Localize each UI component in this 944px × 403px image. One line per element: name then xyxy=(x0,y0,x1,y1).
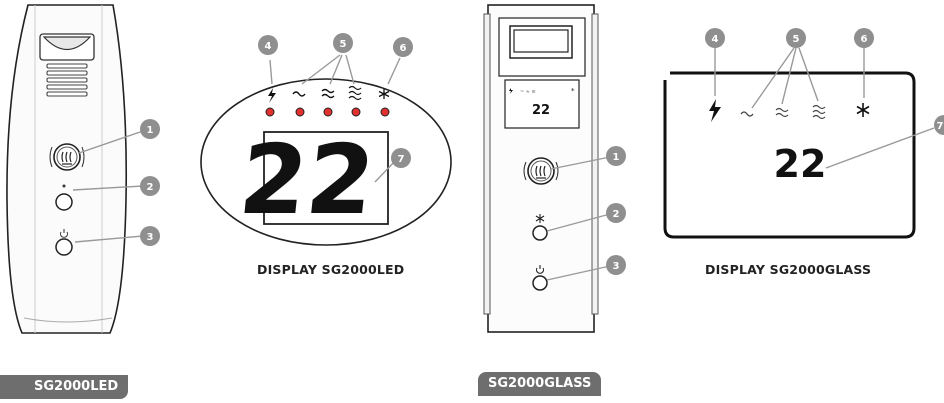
callout-display-glass-6: 6 xyxy=(854,28,874,98)
callout-display-led-7: 7 xyxy=(374,148,411,183)
callout-display-glass-7: 7 xyxy=(825,115,944,169)
power-button[interactable] xyxy=(55,229,73,256)
callout-led-2: 2 xyxy=(72,176,160,196)
glass-double-wave-icon xyxy=(775,107,789,118)
vent-grille xyxy=(46,63,88,97)
glass-mini-display xyxy=(504,79,580,129)
svg-text:6: 6 xyxy=(861,34,868,45)
callout-led-3: 3 xyxy=(74,226,160,246)
svg-text:7: 7 xyxy=(398,154,405,165)
callout-display-led-5: 5 xyxy=(301,33,355,85)
svg-text:1: 1 xyxy=(147,125,154,136)
svg-text:3: 3 xyxy=(613,261,620,272)
callout-display-glass-4: 4 xyxy=(705,28,725,96)
caption-display-sg2000led: DISPLAY SG2000LED xyxy=(257,262,405,277)
glass-tilde-icon xyxy=(740,111,754,117)
callout-led-1: 1 xyxy=(78,119,160,154)
glass-power-icon xyxy=(535,265,545,274)
tilde-icon xyxy=(292,91,306,97)
device-sg2000led xyxy=(6,4,128,334)
svg-text:2: 2 xyxy=(613,209,620,220)
svg-text:22: 22 xyxy=(532,103,550,118)
svg-text:5: 5 xyxy=(340,39,347,50)
glass-power-button[interactable] xyxy=(532,265,548,291)
triple-wave-icon xyxy=(348,85,362,101)
tag-sg2000glass: SG2000GLASS xyxy=(478,372,602,396)
snowflake-icon xyxy=(378,89,390,99)
svg-text:6: 6 xyxy=(400,43,407,54)
svg-text:~ ≈ ≋: ~ ≈ ≋ xyxy=(520,89,536,95)
glass-heat-dial-button[interactable] xyxy=(523,157,559,185)
glass-snowflake-button[interactable] xyxy=(532,214,548,241)
display-sg2000led: 22 xyxy=(200,78,452,246)
double-wave-icon xyxy=(321,88,335,99)
svg-text:4: 4 xyxy=(712,34,719,45)
callout-display-led-6: 6 xyxy=(387,37,413,85)
callout-display-led-4: 4 xyxy=(258,35,278,85)
glass-heat-wave-icon xyxy=(535,165,546,179)
svg-text:3: 3 xyxy=(147,232,154,243)
svg-text:7: 7 xyxy=(937,121,944,132)
tag-sg2000led: SG2000LED xyxy=(0,375,129,399)
led-digit-window xyxy=(263,131,389,225)
svg-text:*: * xyxy=(571,87,575,95)
display-sg2000glass: 22 xyxy=(663,71,916,239)
mini-lightning-icon xyxy=(509,88,513,94)
led-digit-readout: 22 xyxy=(234,124,379,236)
snowflake-button[interactable] xyxy=(55,184,73,211)
callout-glass-3: 3 xyxy=(546,255,626,281)
glass-digit-readout: 22 xyxy=(774,142,827,186)
glass-lightning-icon xyxy=(709,99,721,122)
callout-glass-1: 1 xyxy=(550,146,626,170)
callout-display-glass-5: 5 xyxy=(751,28,819,109)
glass-snowflake-icon xyxy=(535,214,545,223)
svg-text:4: 4 xyxy=(265,41,272,52)
caption-display-sg2000glass: DISPLAY SG2000GLASS xyxy=(705,262,872,277)
heat-wave-icon xyxy=(61,151,72,165)
glass-display-snowflake-icon xyxy=(856,103,870,117)
power-icon xyxy=(60,229,68,238)
svg-text:5: 5 xyxy=(793,34,800,45)
lightning-icon xyxy=(268,88,276,103)
svg-text:1: 1 xyxy=(613,152,620,163)
indicator-leds xyxy=(265,107,390,117)
svg-text:2: 2 xyxy=(147,182,154,193)
heat-dial-button[interactable] xyxy=(49,143,85,171)
device-sg2000glass: ~ ≈ ≋ * 22 xyxy=(483,4,599,333)
callout-glass-2: 2 xyxy=(546,203,626,232)
glass-triple-wave-icon xyxy=(812,104,826,120)
